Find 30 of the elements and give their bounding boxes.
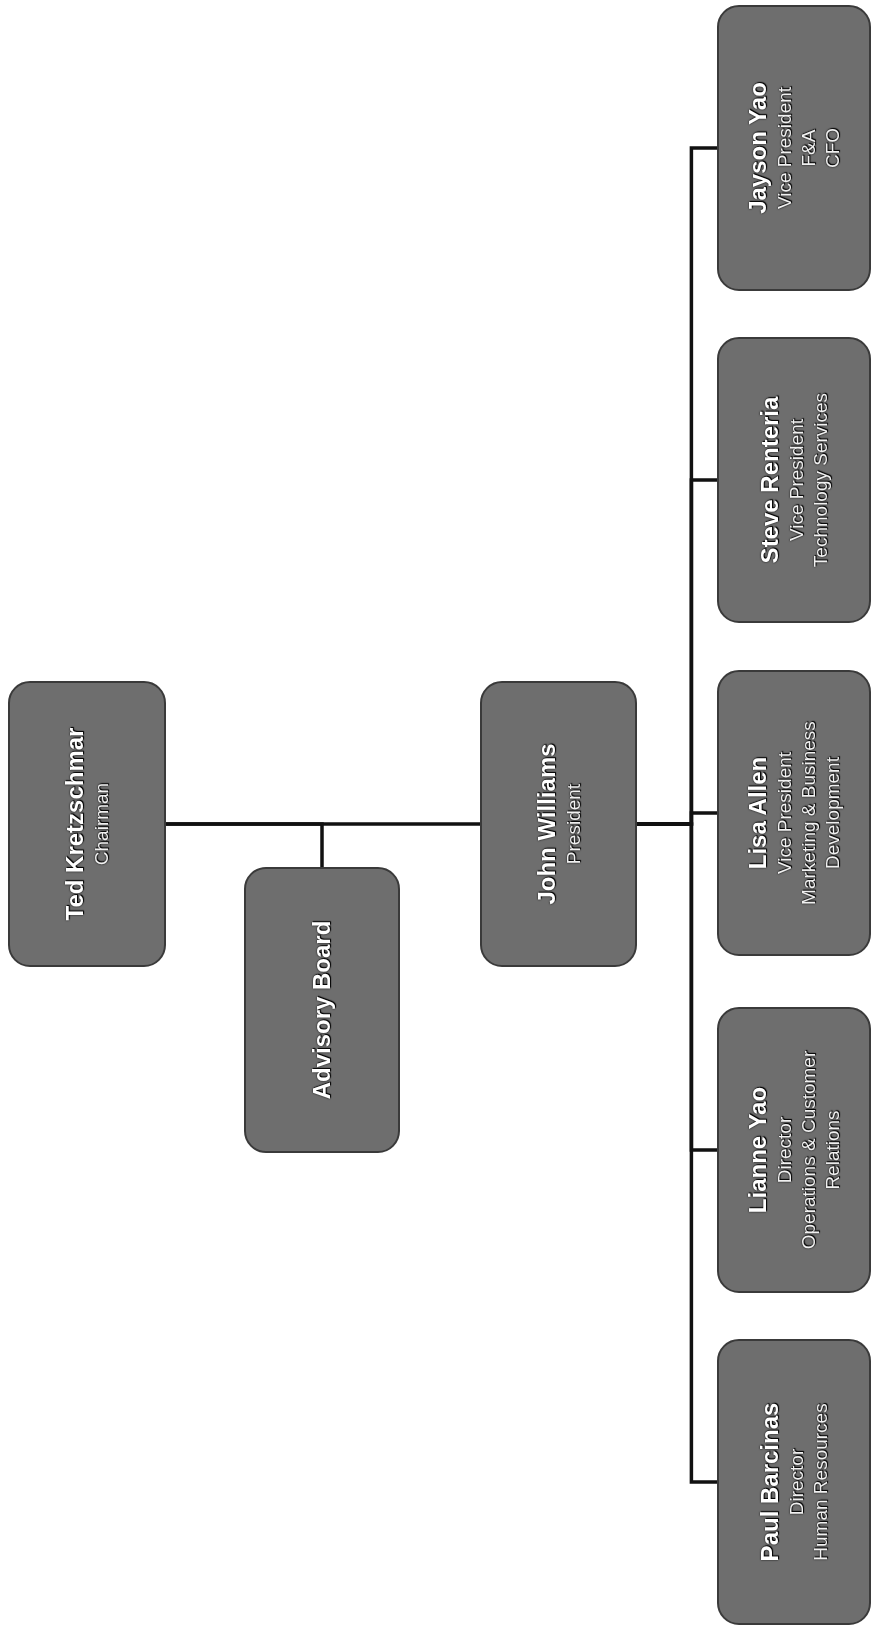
job-title: F&A bbox=[797, 129, 821, 167]
job-title: Vice President bbox=[773, 86, 797, 210]
person-name: Advisory Board bbox=[307, 920, 336, 1100]
job-title: Marketing & Business Development bbox=[797, 720, 844, 907]
person-name: Steve Renteria bbox=[755, 396, 785, 564]
org-box bbox=[8, 681, 166, 967]
job-title: Human Resources bbox=[809, 1403, 832, 1561]
org-box bbox=[717, 5, 871, 291]
job-title: President bbox=[561, 783, 585, 865]
person-name: John Williams bbox=[531, 743, 561, 905]
job-title: Chairman bbox=[90, 782, 114, 866]
org-box bbox=[717, 337, 871, 623]
org-box bbox=[717, 670, 871, 956]
job-title: Operations & Customer Relations bbox=[797, 1049, 844, 1252]
org-box bbox=[717, 1339, 871, 1625]
person-name: Ted Kretzschmar bbox=[60, 727, 90, 921]
person-name: Lisa Allen bbox=[743, 756, 773, 870]
org-box bbox=[244, 867, 400, 1153]
org-box bbox=[480, 681, 637, 967]
connector-line bbox=[166, 822, 324, 867]
person-name: Paul Barcinas bbox=[755, 1402, 785, 1562]
job-title: Director bbox=[785, 1448, 809, 1516]
job-title: Vice President bbox=[773, 751, 797, 875]
job-title: Director bbox=[773, 1116, 797, 1184]
person-name: Lianne Yao bbox=[743, 1086, 773, 1214]
person-name: Jayson Yao bbox=[743, 82, 773, 214]
org-box bbox=[717, 1007, 871, 1293]
job-title: Technology Services bbox=[809, 392, 832, 568]
job-title: Vice President bbox=[785, 418, 809, 542]
job-title: CFO bbox=[820, 127, 844, 169]
